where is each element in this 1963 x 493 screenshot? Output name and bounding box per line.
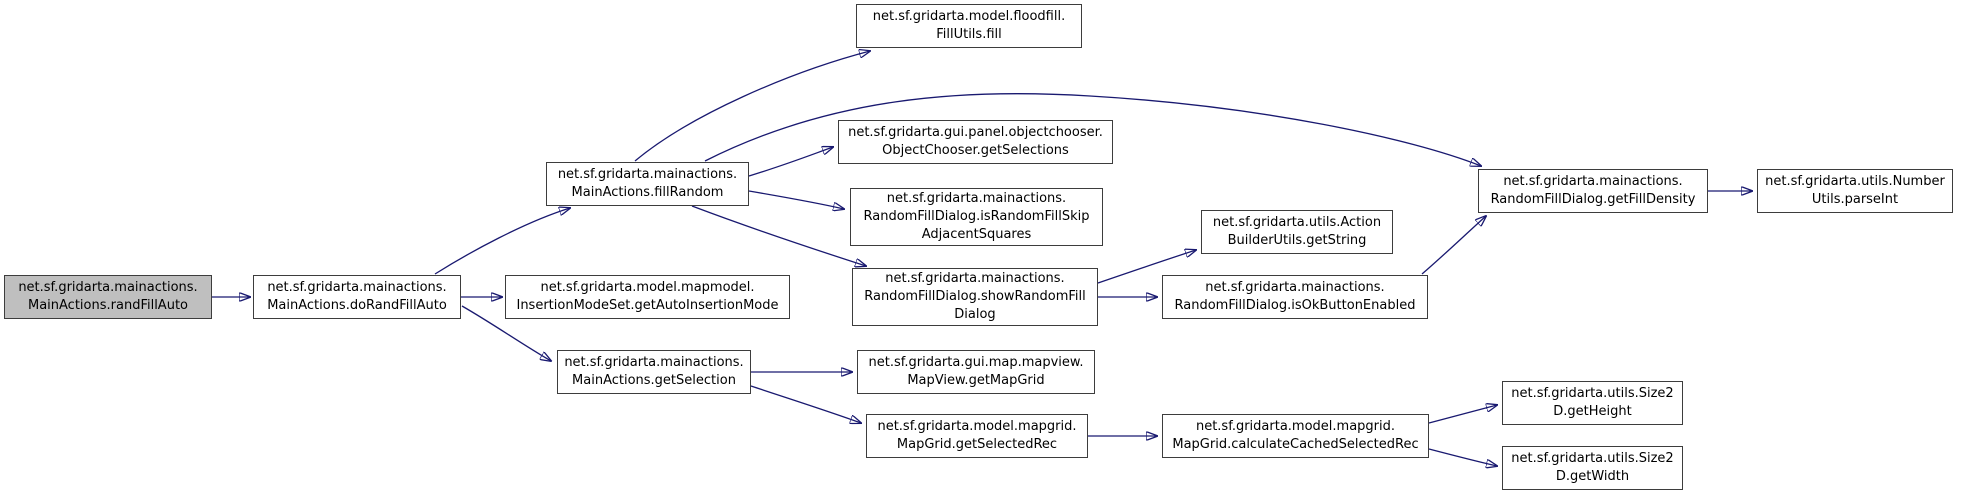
node-isRandomFillSkipAdjacentSquares[interactable]: net.sf.gridarta.mainactions. RandomFillD… <box>850 188 1103 246</box>
node-isOkButtonEnabled[interactable]: net.sf.gridarta.mainactions. RandomFillD… <box>1162 275 1428 319</box>
node-fillRandom[interactable]: net.sf.gridarta.mainactions. MainActions… <box>546 162 749 206</box>
edge-fillRandom-isRandomFillSkipAdjacentSquares <box>748 190 844 209</box>
edge-fillRandom-fillUtilsFill <box>634 51 870 162</box>
node-showRandomFillDialog[interactable]: net.sf.gridarta.mainactions. RandomFillD… <box>852 268 1098 326</box>
edge-fillRandom-showRandomFillDialog <box>691 205 866 266</box>
node-parseInt[interactable]: net.sf.gridarta.utils.Number Utils.parse… <box>1757 169 1953 213</box>
node-getString[interactable]: net.sf.gridarta.utils.Action BuilderUtil… <box>1201 210 1393 254</box>
node-calculateCachedSelectedRec[interactable]: net.sf.gridarta.model.mapgrid. MapGrid.c… <box>1162 414 1429 458</box>
node-getHeight[interactable]: net.sf.gridarta.utils.Size2 D.getHeight <box>1502 381 1683 425</box>
node-getSelections[interactable]: net.sf.gridarta.gui.panel.objectchooser.… <box>838 120 1113 164</box>
node-fillUtilsFill[interactable]: net.sf.gridarta.model.floodfill. FillUti… <box>856 4 1082 48</box>
edge-doRandFillAuto-getSelection <box>461 305 551 361</box>
edge-fillRandom-getFillDensity <box>704 92 1481 166</box>
node-getSelection[interactable]: net.sf.gridarta.mainactions. MainActions… <box>557 350 751 394</box>
edge-getSelection-getSelectedRec <box>750 385 861 423</box>
edge-showRandomFillDialog-getString <box>1097 250 1196 284</box>
node-getMapGrid[interactable]: net.sf.gridarta.gui.map.mapview. MapView… <box>857 350 1095 394</box>
node-getFillDensity[interactable]: net.sf.gridarta.mainactions. RandomFillD… <box>1478 169 1708 213</box>
node-getWidth[interactable]: net.sf.gridarta.utils.Size2 D.getWidth <box>1502 446 1683 490</box>
node-doRandFillAuto[interactable]: net.sf.gridarta.mainactions. MainActions… <box>253 275 461 319</box>
edge-fillRandom-getSelections <box>748 147 833 177</box>
node-randFillAuto: net.sf.gridarta.mainactions. MainActions… <box>4 275 212 319</box>
node-getAutoInsertionMode[interactable]: net.sf.gridarta.model.mapmodel. Insertio… <box>505 275 790 319</box>
edge-doRandFillAuto-fillRandom <box>434 208 570 275</box>
edge-calculateCachedSelectedRec-getWidth <box>1428 448 1497 466</box>
edge-calculateCachedSelectedRec-getHeight <box>1428 405 1497 424</box>
edge-isOkButtonEnabled-getFillDensity <box>1421 216 1486 275</box>
node-getSelectedRec[interactable]: net.sf.gridarta.model.mapgrid. MapGrid.g… <box>866 414 1088 458</box>
